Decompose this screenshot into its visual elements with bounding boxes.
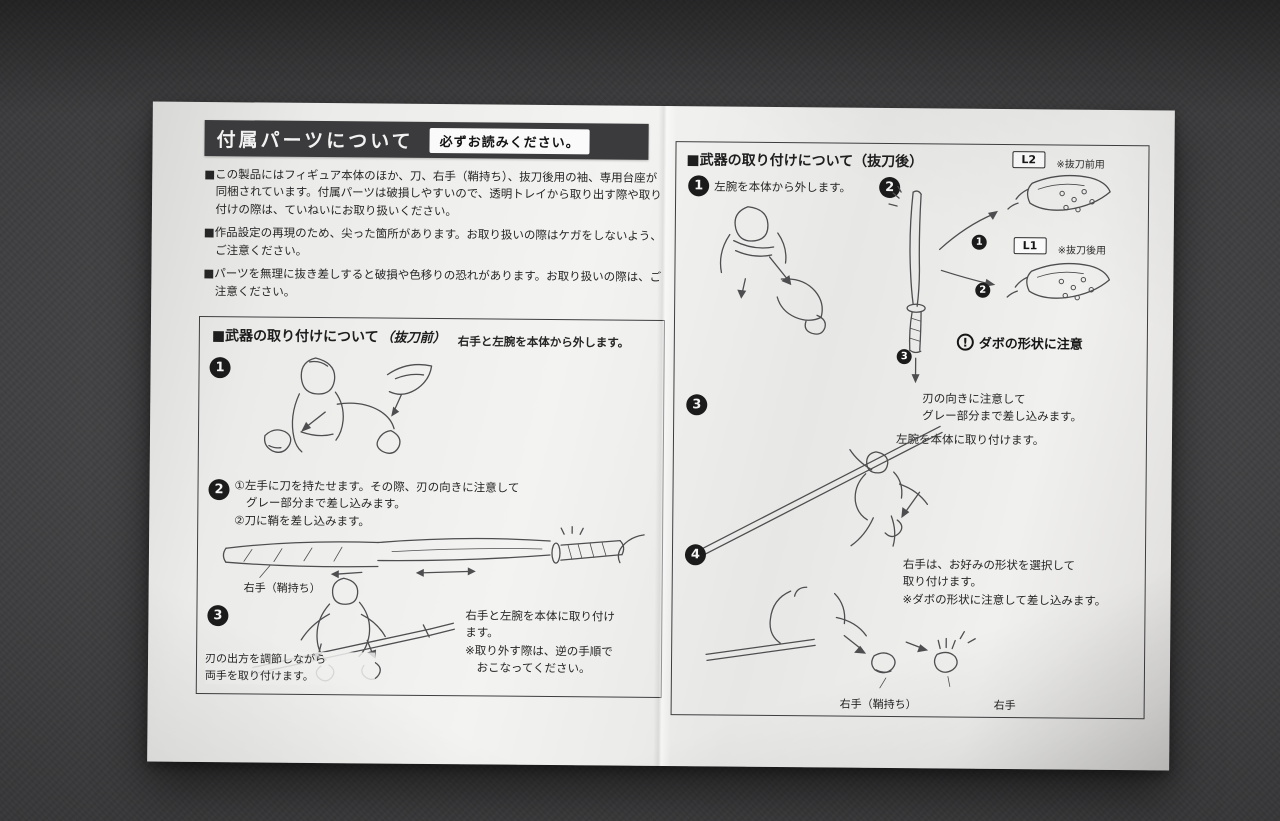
post-step2-marker-3: 3 [896, 349, 912, 365]
post-label-hand: 右手 [993, 698, 1016, 713]
sheet-title-bar: 付属パーツについて 必ずお読みください。 [204, 120, 649, 160]
dowel-shape-warning-text: ダボの形状に注意 [978, 336, 1083, 353]
section-title-pre: ■武器の取り付けについて（抜刀前） [212, 325, 446, 347]
intro-note-3: ■パーツを無理に抜き差しすると破損や色移りの恐れがあります。お取り扱いの際は、ご… [203, 266, 662, 299]
intro-note-2: ■作品設定の再現のため、尖った箇所があります。お取り扱いの際はケガをしないよう、… [203, 225, 662, 258]
post-step4-number: 4 [684, 544, 707, 566]
pre-step2-number: 2 [208, 479, 230, 501]
section-title-pre-text: ■武器の取り付けについて [211, 328, 379, 346]
intro-note-1: ■この製品にはフィギュア本体のほか、刀、右手（鞘持ち）、抜刀後用の袖、専用台座が… [204, 167, 662, 219]
post-step4-figure-illustration [705, 586, 976, 689]
sleeve-l2-illustration [1007, 174, 1111, 213]
section-weapon-attach-post-draw: ■武器の取り付けについて（抜刀後） 1 左腕を本体から外します。 2 [670, 141, 1150, 720]
must-read-notice: 必ずお読みください。 [429, 127, 590, 154]
instruction-sheet: 付属パーツについて 必ずお読みください。 ■この製品にはフィギュア本体のほか、刀… [147, 101, 1175, 771]
pre-step1-note: 右手と左腕を本体から外します。 [457, 334, 630, 350]
pre-step3-bottom-note: 刃の出方を調節しながら 両手を取り付けます。 [204, 651, 376, 686]
part-tag-l1: L1 [1013, 237, 1047, 255]
post-step2-marker-1: 1 [971, 234, 987, 250]
sleeve-l1-illustration [1006, 262, 1111, 301]
pre-step1-figure-illustration [263, 357, 433, 454]
post-step1-figure-illustration [719, 206, 826, 335]
intro-notes: ■この製品にはフィギュア本体のほか、刀、右手（鞘持ち）、抜刀後用の袖、専用台座が… [203, 166, 666, 310]
post-step1-number: 1 [688, 175, 710, 197]
part-tag-l1-note: ※抜刀後用 [1057, 245, 1107, 257]
exclamation-icon: ! [956, 333, 974, 351]
pre-step1-number: 1 [209, 357, 231, 379]
section-title-post: ■武器の取り付けについて（抜刀後） [686, 149, 923, 171]
section-weapon-attach-pre-draw: ■武器の取り付けについて（抜刀前） 右手と左腕を本体から外します。 1 [195, 315, 666, 699]
dowel-shape-warning: ! ダボの形状に注意 [956, 333, 1083, 353]
post-step2-marker-2: 2 [975, 282, 991, 298]
sheet-title: 付属パーツについて [216, 128, 414, 153]
part-tag-l2: L2 [1012, 151, 1046, 169]
post-label-hand-sheath: 右手（鞘持ち） [839, 697, 917, 712]
post-step2-sword-illustration [888, 185, 926, 384]
post-step3-figure-illustration [698, 425, 943, 558]
pre-step2-sword-illustration [222, 525, 645, 579]
section-title-post-text: ■武器の取り付けについて（抜刀後） [686, 152, 924, 171]
pre-step3-text: 右手と左腕を本体に取り付け ます。 ※取り外す際は、逆の手順で おこなってくださ… [464, 608, 615, 676]
section-subtitle-pre: （抜刀前） [380, 330, 446, 347]
